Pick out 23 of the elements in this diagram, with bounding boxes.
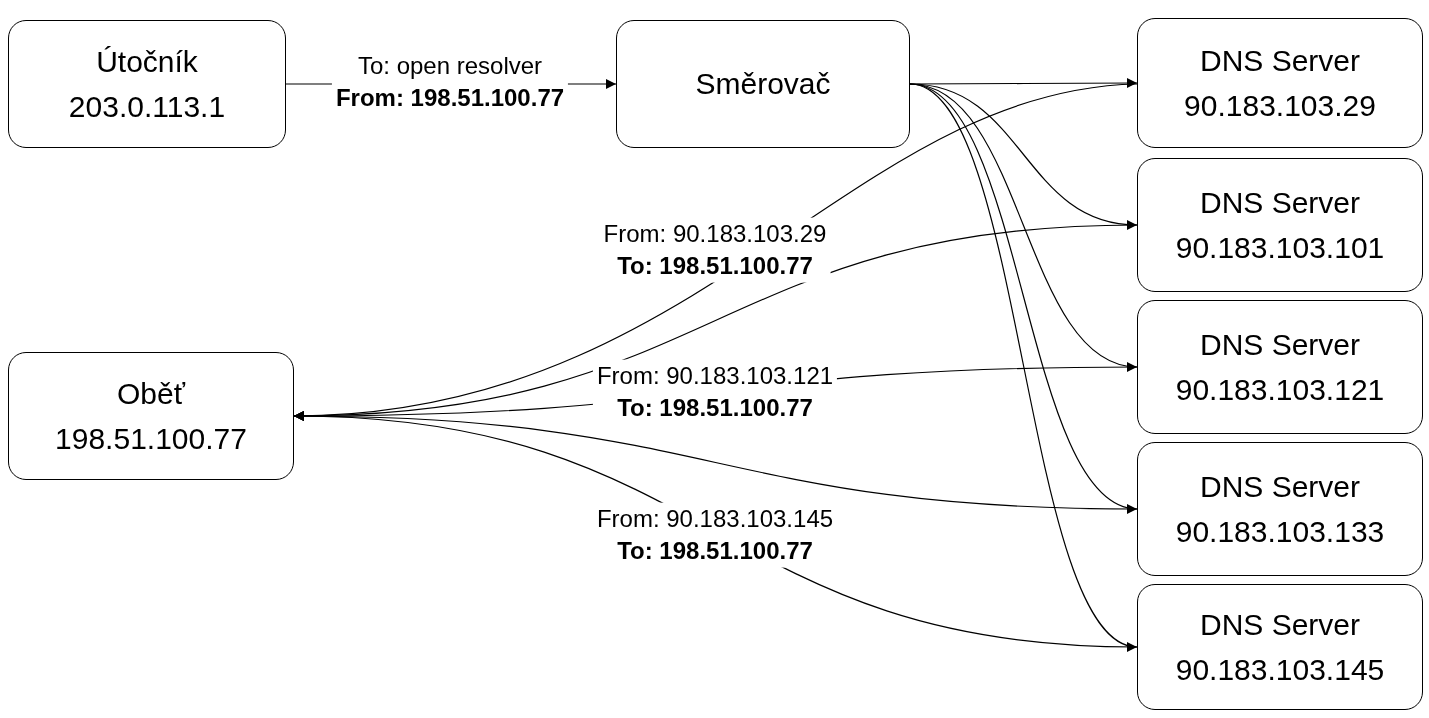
node-text: Směrovač bbox=[695, 66, 831, 103]
node-text: Oběť bbox=[117, 375, 185, 412]
node-text: 90.183.103.29 bbox=[1184, 88, 1376, 124]
node-text: 90.183.103.133 bbox=[1175, 514, 1385, 550]
node-text: 90.183.103.121 bbox=[1175, 372, 1385, 408]
node-text: Útočník bbox=[96, 43, 198, 80]
node-text: DNS Server bbox=[1199, 606, 1360, 643]
node-text: DNS Server bbox=[1199, 184, 1360, 221]
process-box bbox=[1137, 158, 1423, 292]
process-box bbox=[8, 20, 286, 148]
node-text: 90.183.103.145 bbox=[1175, 652, 1385, 688]
process-box bbox=[1137, 300, 1423, 434]
process-box bbox=[1137, 442, 1423, 576]
process-box bbox=[1137, 584, 1423, 710]
process-box bbox=[616, 20, 910, 148]
node-text: 198.51.100.77 bbox=[55, 421, 247, 457]
process-box bbox=[1137, 18, 1423, 148]
node-text: 90.183.103.101 bbox=[1175, 230, 1385, 266]
node-text: DNS Server bbox=[1199, 42, 1360, 79]
node-text: DNS Server bbox=[1199, 468, 1360, 505]
process-box bbox=[8, 352, 294, 480]
node-text: 203.0.113.1 bbox=[68, 89, 226, 125]
node-text: DNS Server bbox=[1199, 326, 1360, 363]
